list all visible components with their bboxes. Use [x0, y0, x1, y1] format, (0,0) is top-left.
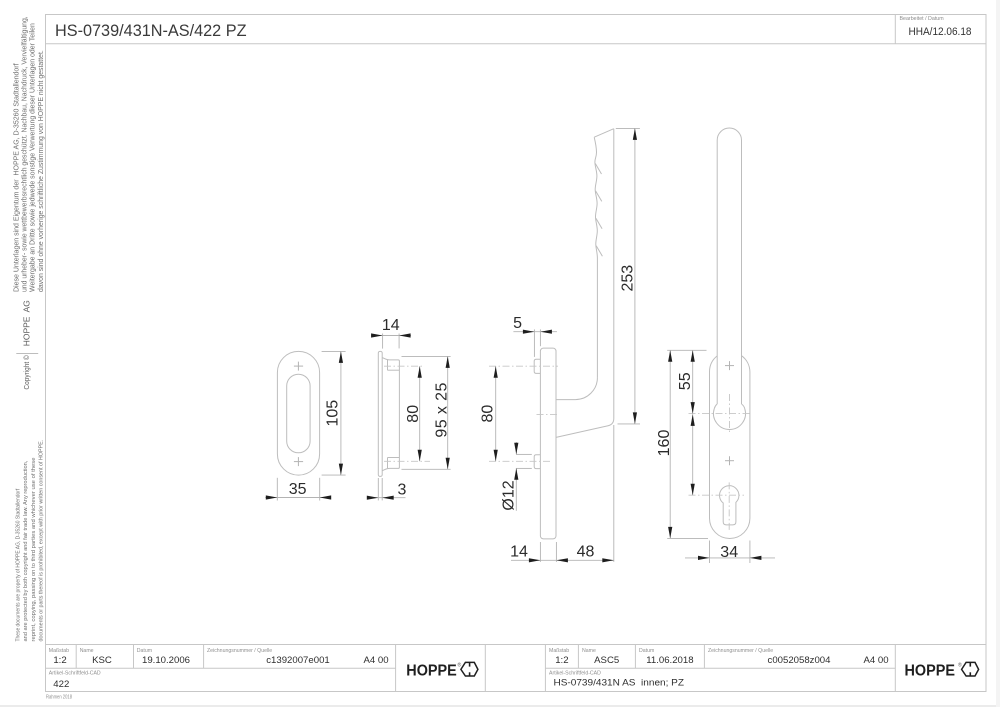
svg-text:®: ® [958, 662, 962, 669]
svg-text:Name: Name [582, 648, 596, 654]
svg-text:and are protected by both copy: and are protected by both copyright and … [23, 460, 29, 641]
svg-text:1:2: 1:2 [53, 655, 66, 666]
svg-text:HHA/12.06.18: HHA/12.06.18 [909, 26, 972, 38]
svg-text:160: 160 [656, 430, 673, 457]
svg-text:Zeichnungsnummer / Quelle: Zeichnungsnummer / Quelle [708, 648, 773, 654]
svg-text:®: ® [458, 662, 462, 669]
svg-text:Name: Name [80, 648, 94, 654]
svg-text:Ø12: Ø12 [501, 480, 518, 510]
svg-text:Diese Unterlagen sind Eigentum: Diese Unterlagen sind Eigentum der HOPPE… [11, 63, 20, 292]
svg-text:Zeichnungsnummer / Quelle: Zeichnungsnummer / Quelle [207, 648, 272, 654]
svg-text:5: 5 [513, 315, 522, 332]
svg-text:14: 14 [510, 543, 528, 560]
svg-text:Maßstab: Maßstab [49, 648, 69, 654]
svg-text:35: 35 [289, 481, 307, 498]
svg-text:105: 105 [324, 400, 341, 427]
svg-text:55: 55 [677, 372, 694, 390]
svg-text:ASC5: ASC5 [594, 655, 619, 666]
svg-text:1:2: 1:2 [555, 655, 568, 666]
svg-text:und urheber- sowie wettbewerbs: und urheber- sowie wettbewerbsrechtlich … [20, 16, 29, 292]
svg-text:14: 14 [382, 317, 400, 334]
svg-text:A4 00: A4 00 [863, 655, 888, 666]
svg-text:80: 80 [405, 405, 422, 423]
svg-text:80: 80 [479, 405, 496, 423]
svg-text:reprint, copying, passing on t: reprint, copying, passing on to third pa… [31, 458, 37, 642]
svg-text:Copyright ©: Copyright © [22, 355, 31, 390]
svg-text:HOPPE: HOPPE [905, 662, 956, 679]
svg-text:Rahmen 2018: Rahmen 2018 [46, 695, 72, 701]
svg-text:davon sind ohne vorherige schr: davon sind ohne vorherige schriftliche Z… [36, 50, 45, 292]
svg-text:Datum: Datum [137, 648, 152, 654]
svg-text:19.10.2006: 19.10.2006 [142, 655, 190, 666]
svg-text:253: 253 [619, 265, 636, 292]
svg-text:HOPPE AG: HOPPE AG [21, 300, 31, 346]
svg-text:c0052058z004: c0052058z004 [768, 655, 832, 666]
svg-text:HS-0739/431N-AS/422 PZ: HS-0739/431N-AS/422 PZ [55, 21, 247, 40]
svg-text:HOPPE: HOPPE [406, 662, 457, 679]
svg-text:95 x 25: 95 x 25 [433, 383, 450, 438]
svg-text:48: 48 [577, 543, 595, 560]
svg-text:Artikel-Schriftfeld-CAD: Artikel-Schriftfeld-CAD [49, 670, 101, 676]
svg-text:3: 3 [398, 482, 407, 499]
svg-text:34: 34 [720, 544, 738, 561]
svg-text:Bearbeitet / Datum: Bearbeitet / Datum [900, 16, 945, 22]
svg-text:Maßstab: Maßstab [549, 648, 569, 654]
svg-text:HS-0739/431N AS innen; PZ: HS-0739/431N AS innen; PZ [554, 678, 685, 689]
svg-text:11.06.2018: 11.06.2018 [646, 655, 693, 666]
svg-text:A4 00: A4 00 [363, 655, 388, 666]
svg-text:Artikel-Schriftfeld-CAD: Artikel-Schriftfeld-CAD [549, 670, 601, 676]
svg-text:These documents are property o: These documents are property of HOPPE AG… [16, 488, 22, 641]
svg-text:422: 422 [53, 679, 69, 690]
svg-text:c1392007e001: c1392007e001 [266, 655, 330, 666]
svg-text:documents or parts thereof is: documents or parts thereof is prohibited… [39, 440, 45, 642]
svg-text:KSC: KSC [92, 655, 112, 666]
svg-text:Datum: Datum [639, 648, 654, 654]
svg-text:Weitergabe an Dritte sowie jed: Weitergabe an Dritte sowie jedwede sonst… [28, 23, 37, 292]
